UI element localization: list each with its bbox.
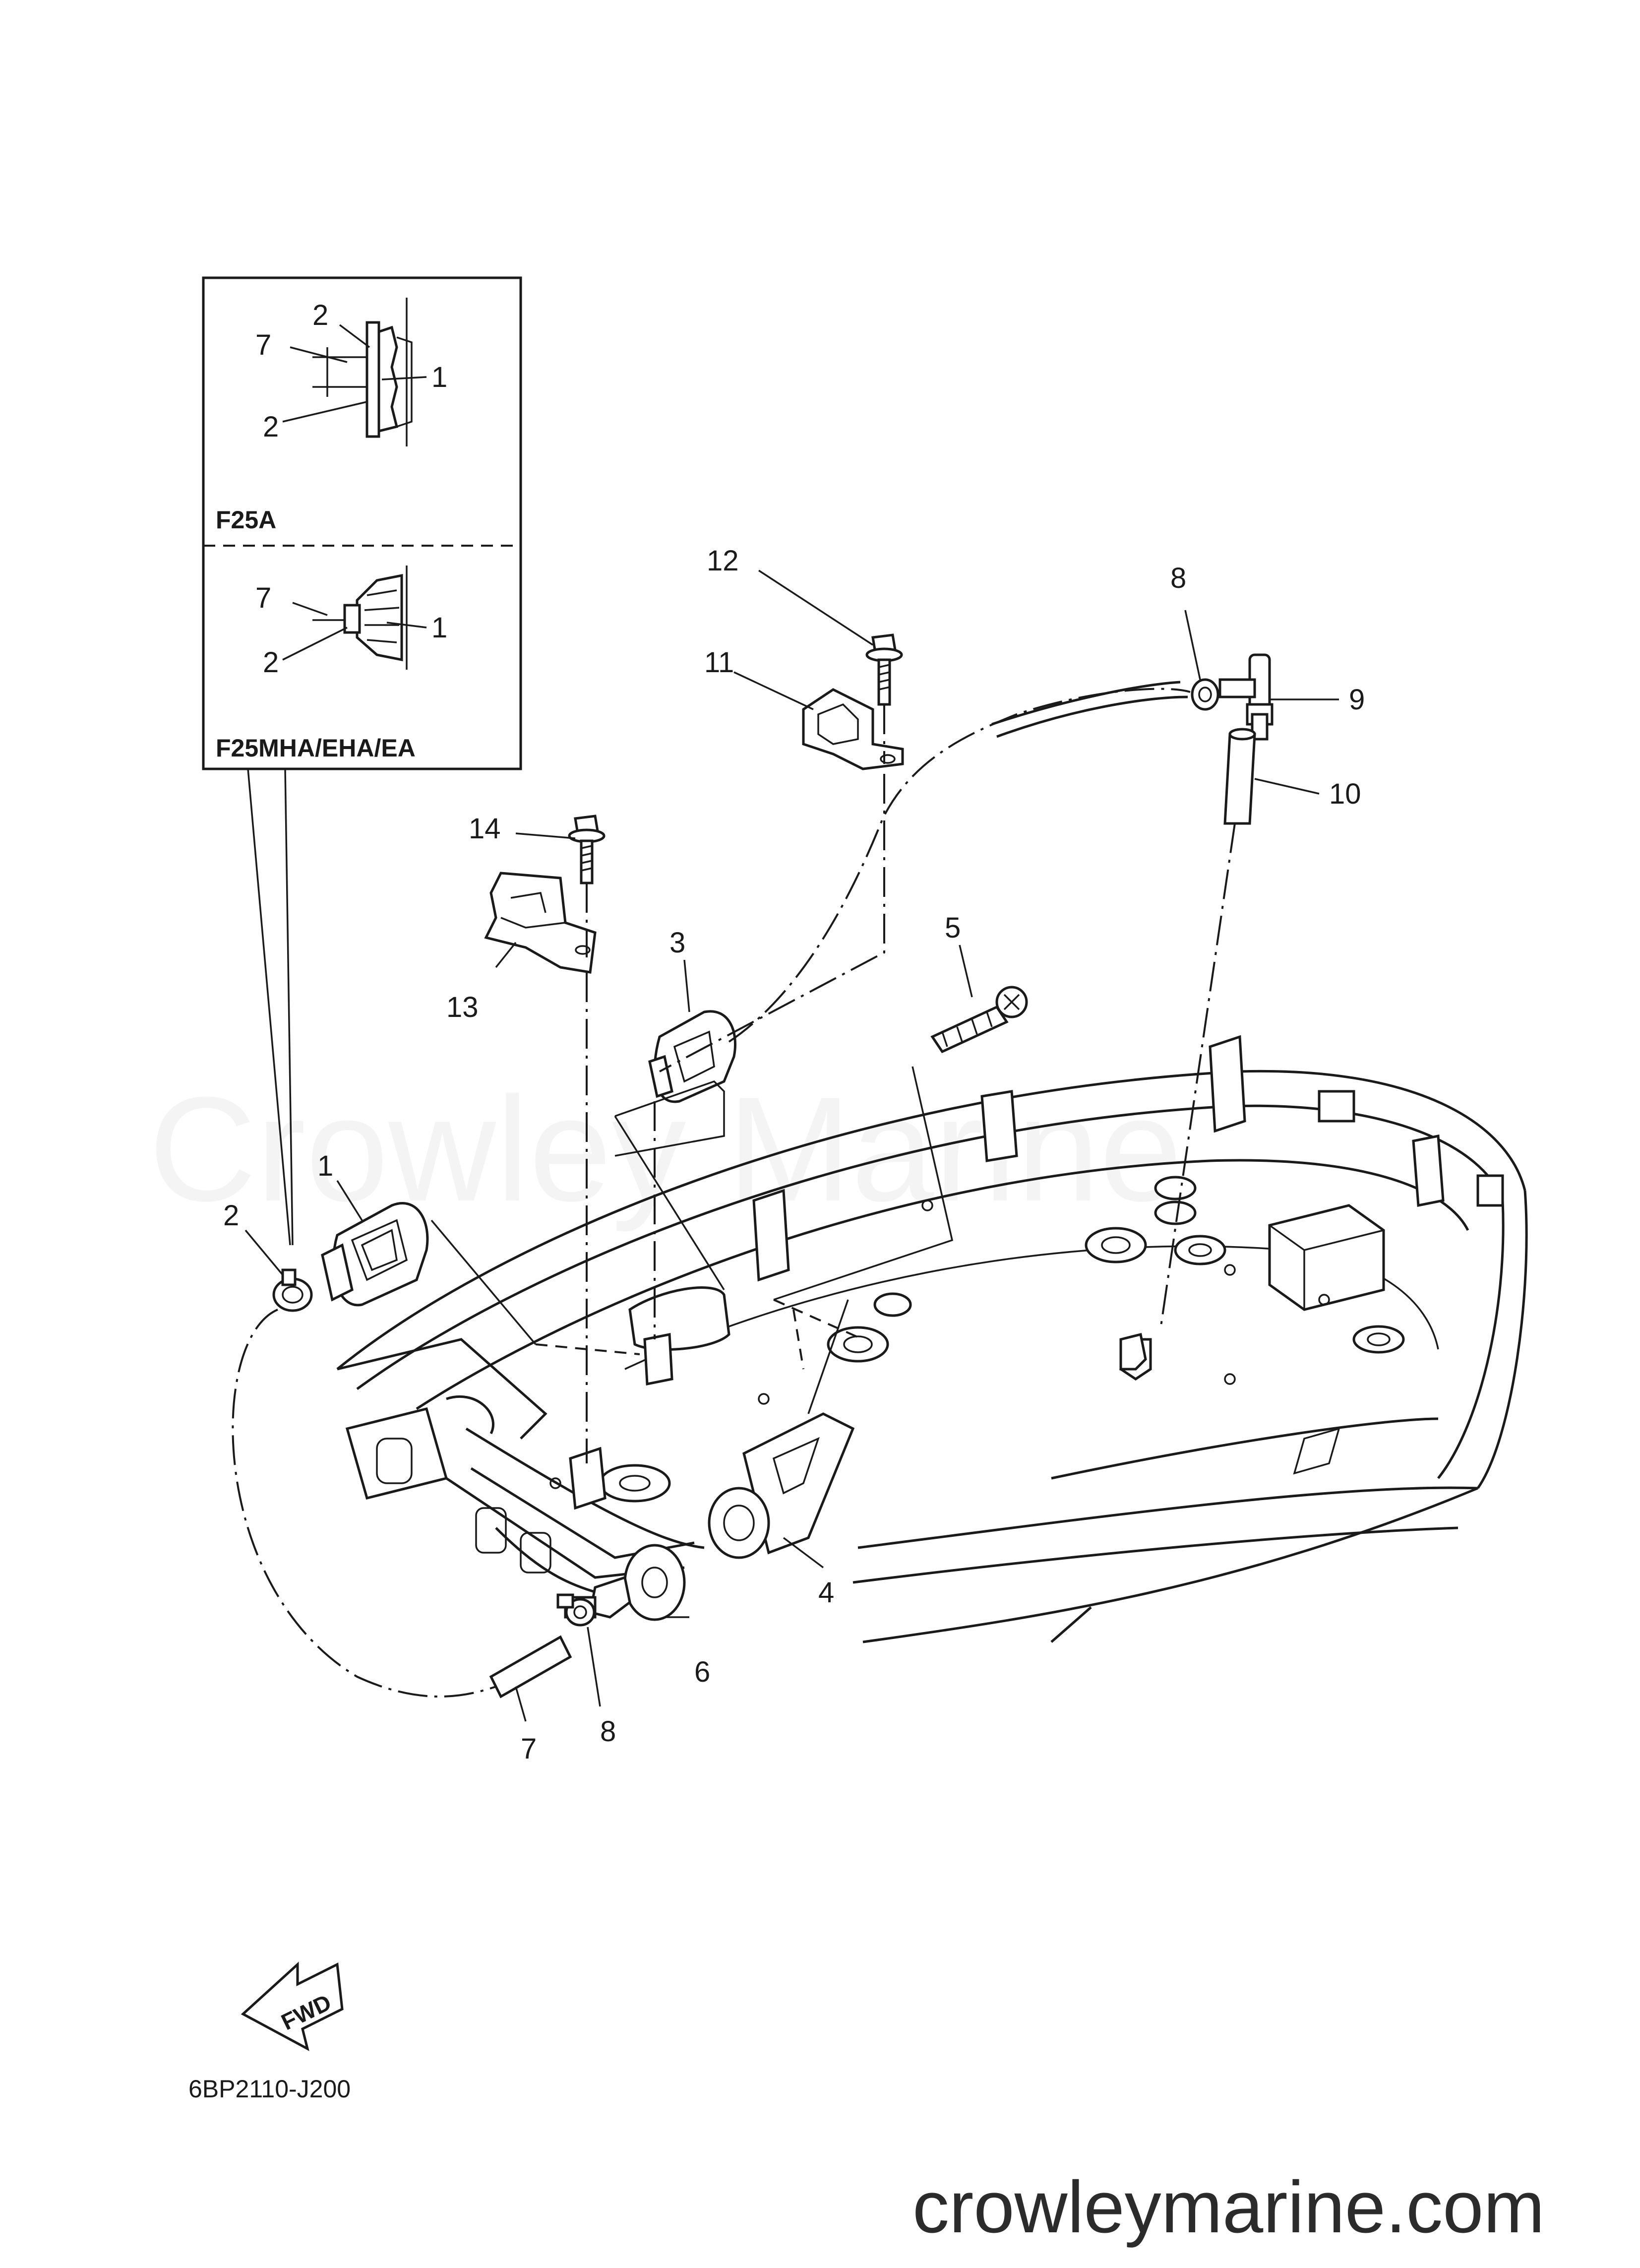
callout-10: 10 (1329, 778, 1361, 810)
part-connector (1119, 1332, 1147, 1371)
callout-2: 2 (223, 1199, 239, 1232)
callout-8-lower: 8 (600, 1715, 616, 1748)
part-holder-4 (708, 1412, 855, 1559)
inset-f25mha-callout-1: 1 (431, 612, 447, 644)
diagram-code: 6BP2110-J200 (188, 2075, 351, 2103)
callout-8-upper: 8 (1170, 562, 1186, 594)
inset-f25a-callout-1: 1 (431, 361, 447, 393)
inset-box: 2 7 2 1 F25A 7 2 1 F25MHA/EHA/EA (202, 276, 522, 1246)
callout-12: 12 (707, 545, 739, 577)
inset-f25a: 2 7 2 1 F25A (216, 298, 447, 534)
hose-loop-7 (232, 1309, 496, 1698)
inset-f25mha-label: F25MHA/EHA/EA (216, 734, 416, 762)
callout-14: 14 (469, 813, 501, 845)
callout-6: 6 (694, 1656, 710, 1688)
part-bracket-11 (802, 688, 904, 770)
callout-4: 4 (818, 1576, 834, 1609)
part-clip-8-lower (556, 1593, 596, 1627)
part-clip-8-upper (1191, 678, 1219, 711)
inset-f25a-callout-2b: 2 (263, 411, 279, 443)
callout-11: 11 (704, 646, 734, 679)
part-hose-7 (489, 1635, 572, 1699)
part-grommet-3 (648, 1010, 736, 1103)
part-screw-5 (930, 986, 1028, 1054)
part-clip-2 (272, 1268, 313, 1312)
part-hose-10 (1223, 728, 1256, 825)
inset-f25a-callout-2a: 2 (312, 299, 328, 331)
inset-f25a-label: F25A (216, 506, 276, 534)
inset-f25a-callout-7: 7 (255, 329, 271, 361)
hose-path-main (728, 688, 1191, 1043)
callout-1: 1 (317, 1150, 333, 1182)
part-tee-9 (1218, 653, 1274, 741)
callout-7: 7 (521, 1733, 537, 1765)
inset-f25mha-callout-2: 2 (263, 646, 279, 679)
callout-5: 5 (945, 912, 961, 944)
part-bracket-13 (484, 872, 597, 974)
inset-f25mha-callout-7: 7 (255, 582, 271, 614)
callout-13: 13 (446, 991, 479, 1023)
part-bolt-12 (865, 633, 903, 706)
part-grommet-1 (321, 1202, 429, 1307)
part-bolt-14 (568, 815, 606, 884)
website: crowleymarine.com (912, 2166, 1545, 2248)
callout-3: 3 (669, 927, 685, 959)
callout-9: 9 (1349, 684, 1365, 716)
fwd-arrow: FWD (241, 1961, 344, 2051)
inset-f25mha: 7 2 1 F25MHA/EHA/EA (216, 566, 447, 762)
